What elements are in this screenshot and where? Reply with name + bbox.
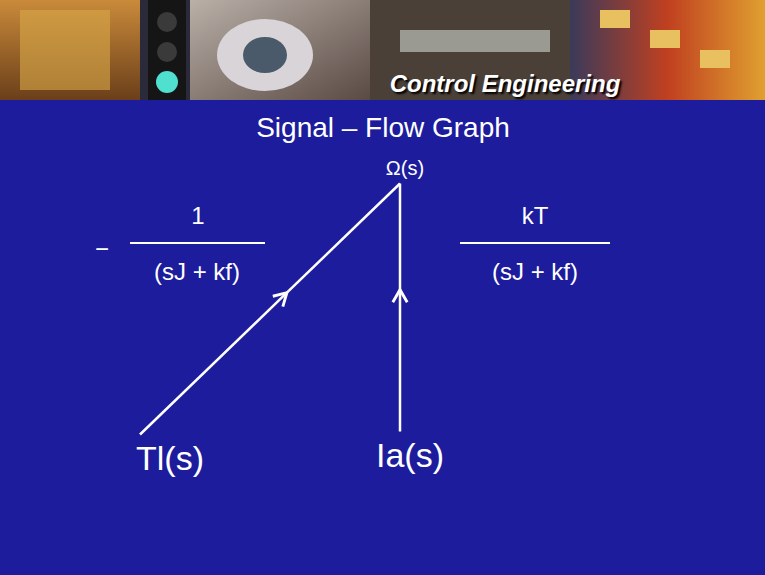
graph-node: Ω(s) bbox=[380, 153, 430, 184]
node-label: Tl(s) bbox=[136, 439, 204, 478]
banner-ground bbox=[0, 0, 765, 100]
slide-title: Signal – Flow Graph bbox=[256, 112, 510, 144]
graph-node: Tl(s) bbox=[130, 435, 210, 482]
circuit-part bbox=[700, 50, 730, 68]
node-label: Ia(s) bbox=[376, 436, 444, 475]
light-lamp bbox=[157, 42, 177, 62]
machine-part bbox=[400, 30, 550, 52]
denominator-text: (sJ + kf) bbox=[154, 258, 240, 286]
graph-node: Ia(s) bbox=[370, 432, 450, 479]
circuit-part bbox=[650, 30, 680, 48]
lens-figure bbox=[217, 19, 313, 91]
numerator-text: kT bbox=[522, 202, 549, 230]
node-label: Ω(s) bbox=[386, 157, 424, 180]
lens-figure bbox=[243, 37, 287, 73]
photo-panel bbox=[190, 0, 370, 100]
signal-branch bbox=[140, 184, 400, 435]
fraction-bar bbox=[130, 242, 265, 244]
photo-panel bbox=[0, 0, 140, 100]
banner-title: Control Engineering bbox=[390, 70, 621, 98]
fraction-bar bbox=[460, 242, 610, 244]
circuit-part bbox=[600, 10, 630, 28]
light-lamp bbox=[157, 12, 177, 32]
traffic-light bbox=[148, 0, 186, 100]
numerator-text: 1 bbox=[191, 202, 204, 230]
photo-detail bbox=[20, 10, 110, 90]
light-lamp bbox=[156, 71, 178, 93]
sign-text: − bbox=[95, 235, 109, 263]
denominator-text: (sJ + kf) bbox=[492, 258, 578, 286]
signal-branch bbox=[399, 184, 402, 432]
